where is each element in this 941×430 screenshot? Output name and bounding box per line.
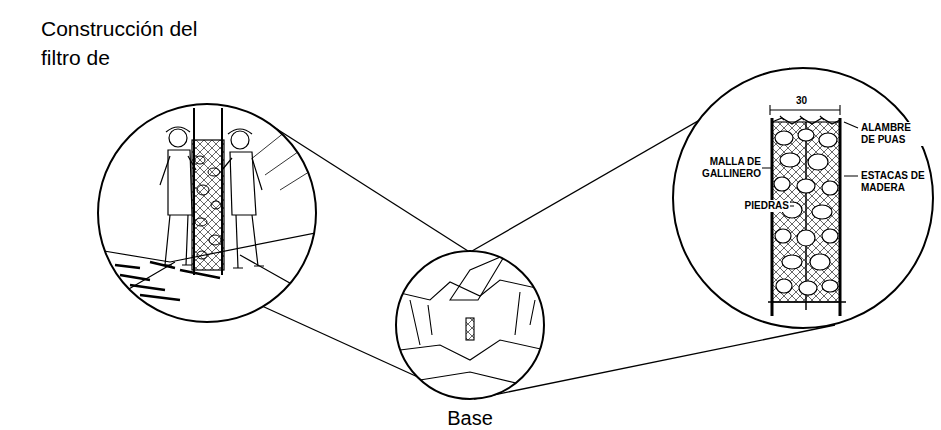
- figure-title: Construcción del filtro de: [38, 10, 203, 78]
- part-label: ALAMBRE DE PUAS: [860, 122, 924, 146]
- detail-circle-base: [396, 251, 544, 399]
- part-label: ESTACAS DE MADERA: [860, 170, 928, 194]
- detail-circle-right: [673, 68, 933, 328]
- detail-circle-left: [98, 104, 316, 322]
- workers-scene: [98, 108, 330, 300]
- landscape-scene: [396, 255, 545, 384]
- part-label: MALLA DE GALLINERO: [694, 156, 762, 180]
- figure-caption: Base: [447, 406, 493, 430]
- part-label: PIEDRAS: [730, 200, 790, 212]
- dimension-label: 30: [795, 95, 808, 107]
